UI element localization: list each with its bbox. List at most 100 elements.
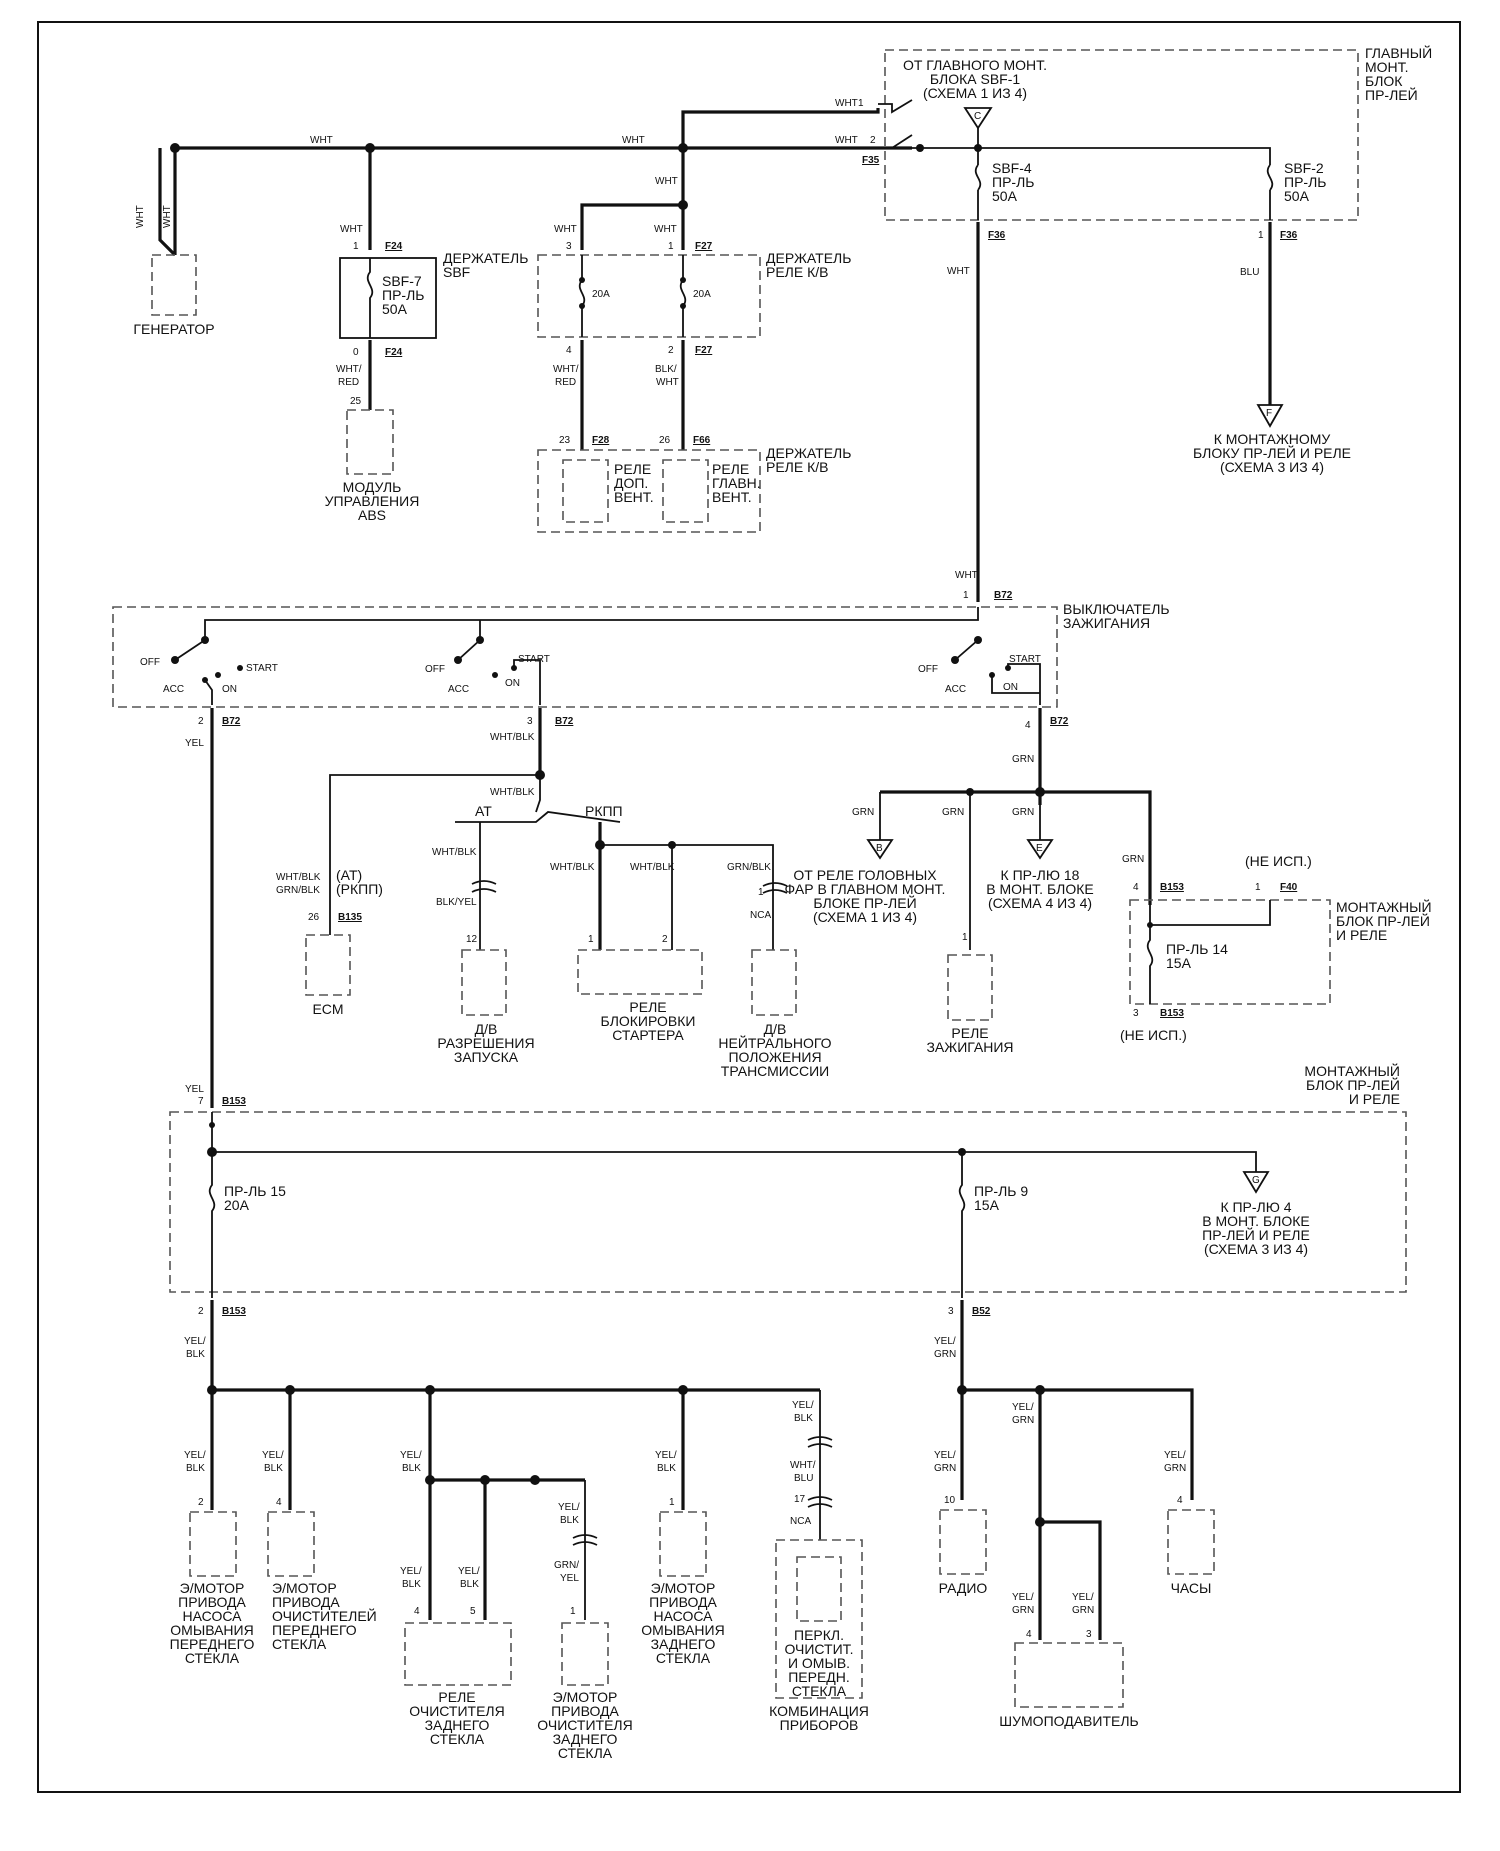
conn-f27-b: F27: [695, 345, 713, 356]
ref-f-line3: (СХЕМА 3 ИЗ 4): [1220, 459, 1324, 475]
svg-text:1: 1: [669, 1497, 675, 1508]
svg-text:2: 2: [870, 135, 876, 146]
neutral-sensor-2: НЕЙТРАЛЬНОГО: [718, 1034, 831, 1051]
start-sensor-2: РАЗРЕШЕНИЯ: [437, 1035, 534, 1051]
relay-main-3: ВЕНТ.: [712, 489, 752, 505]
front-washer-box: [189, 1511, 237, 1577]
rear-washer-box: [659, 1511, 707, 1577]
svg-text:2: 2: [198, 1306, 204, 1317]
front-wiper-4: ПЕРЕДНЕГО: [272, 1622, 357, 1638]
wire-wht-gen2: WHT: [162, 205, 173, 228]
ref-f-marker: [1256, 404, 1284, 428]
right-title-3: И РЕЛЕ: [1336, 927, 1387, 943]
front-washer-1: Э/МОТОР: [180, 1580, 245, 1596]
rear-washer-2: ПРИВОДА: [649, 1594, 717, 1610]
svg-text:0: 0: [353, 347, 359, 358]
right-fuse-2: 15A: [1166, 955, 1192, 971]
wire-wht-sbf4: WHT: [947, 266, 970, 277]
svg-text:GRN: GRN: [1072, 1605, 1094, 1616]
svg-text:5: 5: [470, 1606, 476, 1617]
branch-at: AT: [475, 803, 492, 819]
svg-text:YEL/: YEL/: [458, 1566, 480, 1577]
wire-grn-ign: GRN: [942, 807, 964, 818]
svg-text:YEL/: YEL/: [1012, 1402, 1034, 1413]
svg-text:1: 1: [570, 1606, 576, 1617]
front-wiper-5: СТЕКЛА: [272, 1636, 327, 1652]
lower-title-1: МОНТАЖНЫЙ: [1304, 1062, 1400, 1079]
wire-wht-blk-1: WHT/BLK: [490, 732, 535, 743]
relay-aux-2: ДОП.: [614, 475, 648, 491]
wire-wht-bus4: WHT: [835, 135, 858, 146]
ecm-box: [305, 934, 351, 996]
wire-grn-right: GRN: [1122, 854, 1144, 865]
svg-text:ОТ ГЛАВНОГО МОНТ.: ОТ ГЛАВНОГО МОНТ.: [903, 57, 1047, 73]
fuse15-2: 20A: [224, 1197, 250, 1213]
ign3-acc: ACC: [945, 684, 966, 695]
fuse-sbf2-1: SBF-2: [1284, 160, 1324, 176]
wire-yel-2: YEL: [185, 1084, 204, 1095]
rear-motor-2: ПРИВОДА: [551, 1703, 619, 1719]
svg-text:4: 4: [1133, 882, 1139, 893]
starter-relay-box: [577, 949, 703, 995]
noise-filter-box: [1014, 1642, 1124, 1708]
conn-b135: B135: [338, 912, 362, 923]
ignition-switch-box: [112, 606, 1058, 708]
neutral-sensor-4: ТРАНСМИССИИ: [721, 1063, 829, 1079]
rear-motor-5: СТЕКЛА: [558, 1745, 613, 1761]
ign1-acc: ACC: [163, 684, 184, 695]
ref-e-2: В МОНТ. БЛОКЕ: [986, 881, 1093, 897]
svg-text:4: 4: [1026, 1629, 1032, 1640]
ref-g-1: К ПР-ЛЮ 4: [1220, 1199, 1291, 1215]
conn-b72-2: B72: [222, 716, 241, 727]
wiper-switch-box: [796, 1556, 842, 1622]
ac-fuse-a: 20A: [592, 289, 610, 300]
start-wire-2: BLK/YEL: [436, 897, 477, 908]
fuse-sbf2-2: ПР-ЛЬ: [1284, 174, 1326, 190]
right-fuse-1: ПР-ЛЬ 14: [1166, 941, 1228, 957]
main-title-2: МОНТ.: [1365, 59, 1409, 75]
svg-text:YEL/: YEL/: [934, 1336, 956, 1347]
sbf-fuse-1: SBF-7: [382, 273, 422, 289]
sbf-title-2: SBF: [443, 264, 470, 280]
svg-text:3: 3: [948, 1306, 954, 1317]
rear-motor-1: Э/МОТОР: [553, 1689, 618, 1705]
fuse9-1: ПР-ЛЬ 9: [974, 1183, 1028, 1199]
svg-text:YEL/: YEL/: [400, 1566, 422, 1577]
front-wiper-box: [267, 1511, 315, 1577]
radio-label: РАДИО: [939, 1580, 988, 1596]
conn-f24-a: F24: [385, 241, 403, 252]
svg-text:BLK: BLK: [186, 1349, 205, 1360]
generator-box: [151, 254, 197, 316]
conn-f36-a: F36: [988, 230, 1006, 241]
svg-text:YEL/: YEL/: [934, 1450, 956, 1461]
fuse-sbf4-2: ПР-ЛЬ: [992, 174, 1034, 190]
svg-text:YEL/: YEL/: [184, 1450, 206, 1461]
cluster-1: КОМБИНАЦИЯ: [769, 1703, 869, 1719]
lower-title-2: БЛОК ПР-ЛЕЙ: [1306, 1076, 1400, 1093]
start-wire-1: WHT/BLK: [432, 847, 477, 858]
diagram-frame: [37, 21, 1461, 1793]
wire-wht-b72: WHT: [955, 570, 978, 581]
ref-g-marker: [1242, 1171, 1270, 1194]
relay-main-1: РЕЛЕ: [712, 461, 749, 477]
abs-line3: ABS: [358, 507, 386, 523]
wire-grn-1: GRN: [1012, 754, 1034, 765]
ref-b-4: (СХЕМА 1 ИЗ 4): [813, 909, 917, 925]
ac-holder-title-1: ДЕРЖАТЕЛЬ: [766, 250, 851, 266]
front-washer-5: ПЕРЕДНЕГО: [170, 1636, 255, 1652]
wiper-switch-5: СТЕКЛА: [792, 1683, 847, 1699]
neutral-sensor-1: Д/В: [764, 1021, 787, 1037]
abs-line1: МОДУЛЬ: [343, 479, 402, 495]
rear-motor-3: ОЧИСТИТЕЛЯ: [537, 1717, 632, 1733]
ign1-on: ON: [222, 684, 237, 695]
wire-wht-red-1: WHT/: [336, 364, 362, 375]
svg-text:GRN: GRN: [934, 1349, 956, 1360]
svg-text:GRN: GRN: [1012, 1415, 1034, 1426]
relay-main-fan-box: [662, 459, 709, 523]
svg-text:(СХЕМА 1 ИЗ 4): (СХЕМА 1 ИЗ 4): [923, 85, 1027, 101]
ref-g-2: В МОНТ. БЛОКЕ: [1202, 1213, 1309, 1229]
svg-text:3: 3: [1133, 1008, 1139, 1019]
clock-box: [1167, 1509, 1215, 1575]
conn-f40: F40: [1280, 882, 1298, 893]
svg-text:YEL/: YEL/: [184, 1336, 206, 1347]
